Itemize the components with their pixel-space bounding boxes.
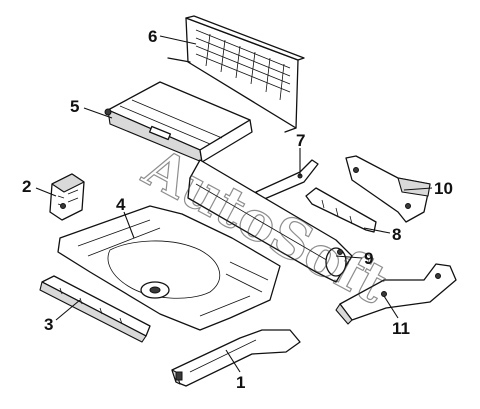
- callout-3: 3: [44, 315, 53, 334]
- callout-9: 9: [364, 249, 373, 268]
- callout-2: 2: [22, 177, 31, 196]
- part-5-cargo-cover: [104, 81, 253, 163]
- part-9-rear-panel: [187, 159, 353, 283]
- callout-6: 6: [148, 27, 157, 46]
- part-4-floor-pan: [57, 205, 281, 331]
- leader-lines: [35, 35, 433, 373]
- part-10-bracket: [345, 155, 431, 223]
- part-6-partition-net: [167, 15, 305, 133]
- callout-7: 7: [296, 131, 305, 150]
- callout-4: 4: [116, 195, 126, 214]
- callout-8: 8: [392, 225, 401, 244]
- part-8-rail: [305, 187, 377, 233]
- callout-1: 1: [236, 373, 245, 392]
- part-11-longitudinal: [335, 263, 457, 325]
- part-3-sill-strip: [39, 275, 151, 343]
- callout-5: 5: [70, 97, 79, 116]
- callout-10: 10: [434, 179, 453, 198]
- part-1-floor-member: [171, 329, 301, 387]
- part-2-module: [49, 173, 85, 221]
- callout-11: 11: [392, 319, 410, 338]
